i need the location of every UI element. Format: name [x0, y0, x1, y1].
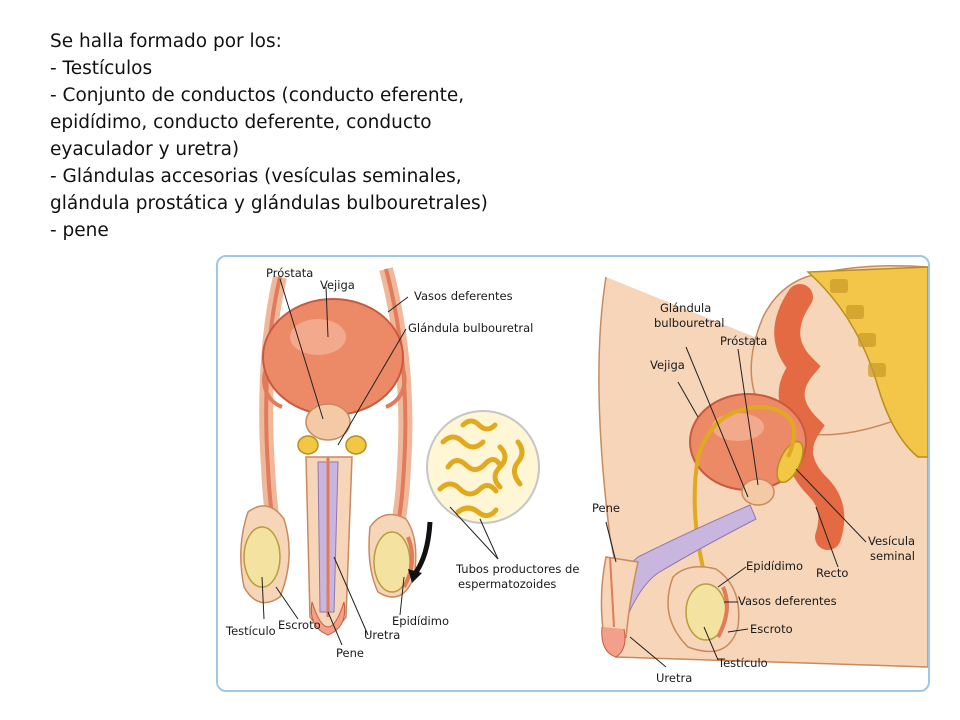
label-vasos-deferentes-side: Vasos deferentes — [738, 594, 837, 608]
intro-line: - Testículos — [50, 58, 153, 79]
label-vesicula-line1: Vesícula — [868, 534, 915, 548]
leader-lines-side — [605, 346, 867, 668]
front-view: Próstata Vejiga Vasos deferentes Glándul… — [225, 266, 579, 660]
label-tubos-line2: espermatozoides — [458, 577, 556, 591]
label-prostata-front: Próstata — [266, 266, 313, 280]
anatomy-svg: Próstata Vejiga Vasos deferentes Glándul… — [225, 265, 928, 685]
label-vesicula-line2: seminal — [870, 549, 915, 563]
label-testiculo-front: Testículo — [225, 624, 276, 638]
label-vejiga-side: Vejiga — [650, 358, 685, 372]
label-pene-side: Pene — [592, 501, 620, 515]
intro-line: eyaculador y uretra) — [50, 139, 240, 160]
bladder-shape — [262, 298, 404, 416]
label-uretra-front: Uretra — [364, 628, 400, 642]
intro-line: epidídimo, conducto deferente, conducto — [50, 112, 432, 133]
side-view: Glándula bulbouretral Próstata Vejiga Pe… — [592, 265, 928, 685]
intro-line: - Glándulas accesorias (vesículas semina… — [50, 166, 462, 187]
intro-line: glándula prostática y glándulas bulboure… — [50, 193, 488, 214]
label-prostata-side: Próstata — [720, 334, 767, 348]
label-glandula-bulbouretral-front: Glándula bulbouretral — [408, 321, 533, 335]
anatomy-figure: Próstata Vejiga Vasos deferentes Glándul… — [216, 255, 930, 692]
label-vejiga-front: Vejiga — [320, 278, 355, 292]
intro-line: Se halla formado por los: — [50, 31, 282, 52]
rectum-shape — [774, 284, 845, 550]
leader-lines-front — [261, 278, 499, 646]
label-uretra-side: Uretra — [656, 671, 692, 685]
intro-line: - pene — [50, 220, 109, 241]
label-epididimo-front: Epidídimo — [392, 614, 449, 628]
label-vasos-deferentes-front: Vasos deferentes — [414, 289, 513, 303]
intro-line: - Conjunto de conductos (conducto eferen… — [50, 85, 465, 106]
intro-text: Se halla formado por los: - Testículos -… — [50, 28, 590, 244]
label-tubos-line1: Tubos productores de — [455, 562, 579, 576]
label-recto-side: Recto — [816, 566, 848, 580]
label-escroto-front: Escroto — [278, 618, 321, 632]
label-glandula-line2: bulbouretral — [654, 316, 724, 330]
label-glandula-line1: Glándula — [660, 301, 711, 315]
label-epididimo-side: Epidídimo — [746, 559, 803, 573]
label-escroto-side: Escroto — [750, 622, 793, 636]
label-pene-front: Pene — [336, 646, 364, 660]
label-testiculo-side: Testículo — [717, 656, 768, 670]
